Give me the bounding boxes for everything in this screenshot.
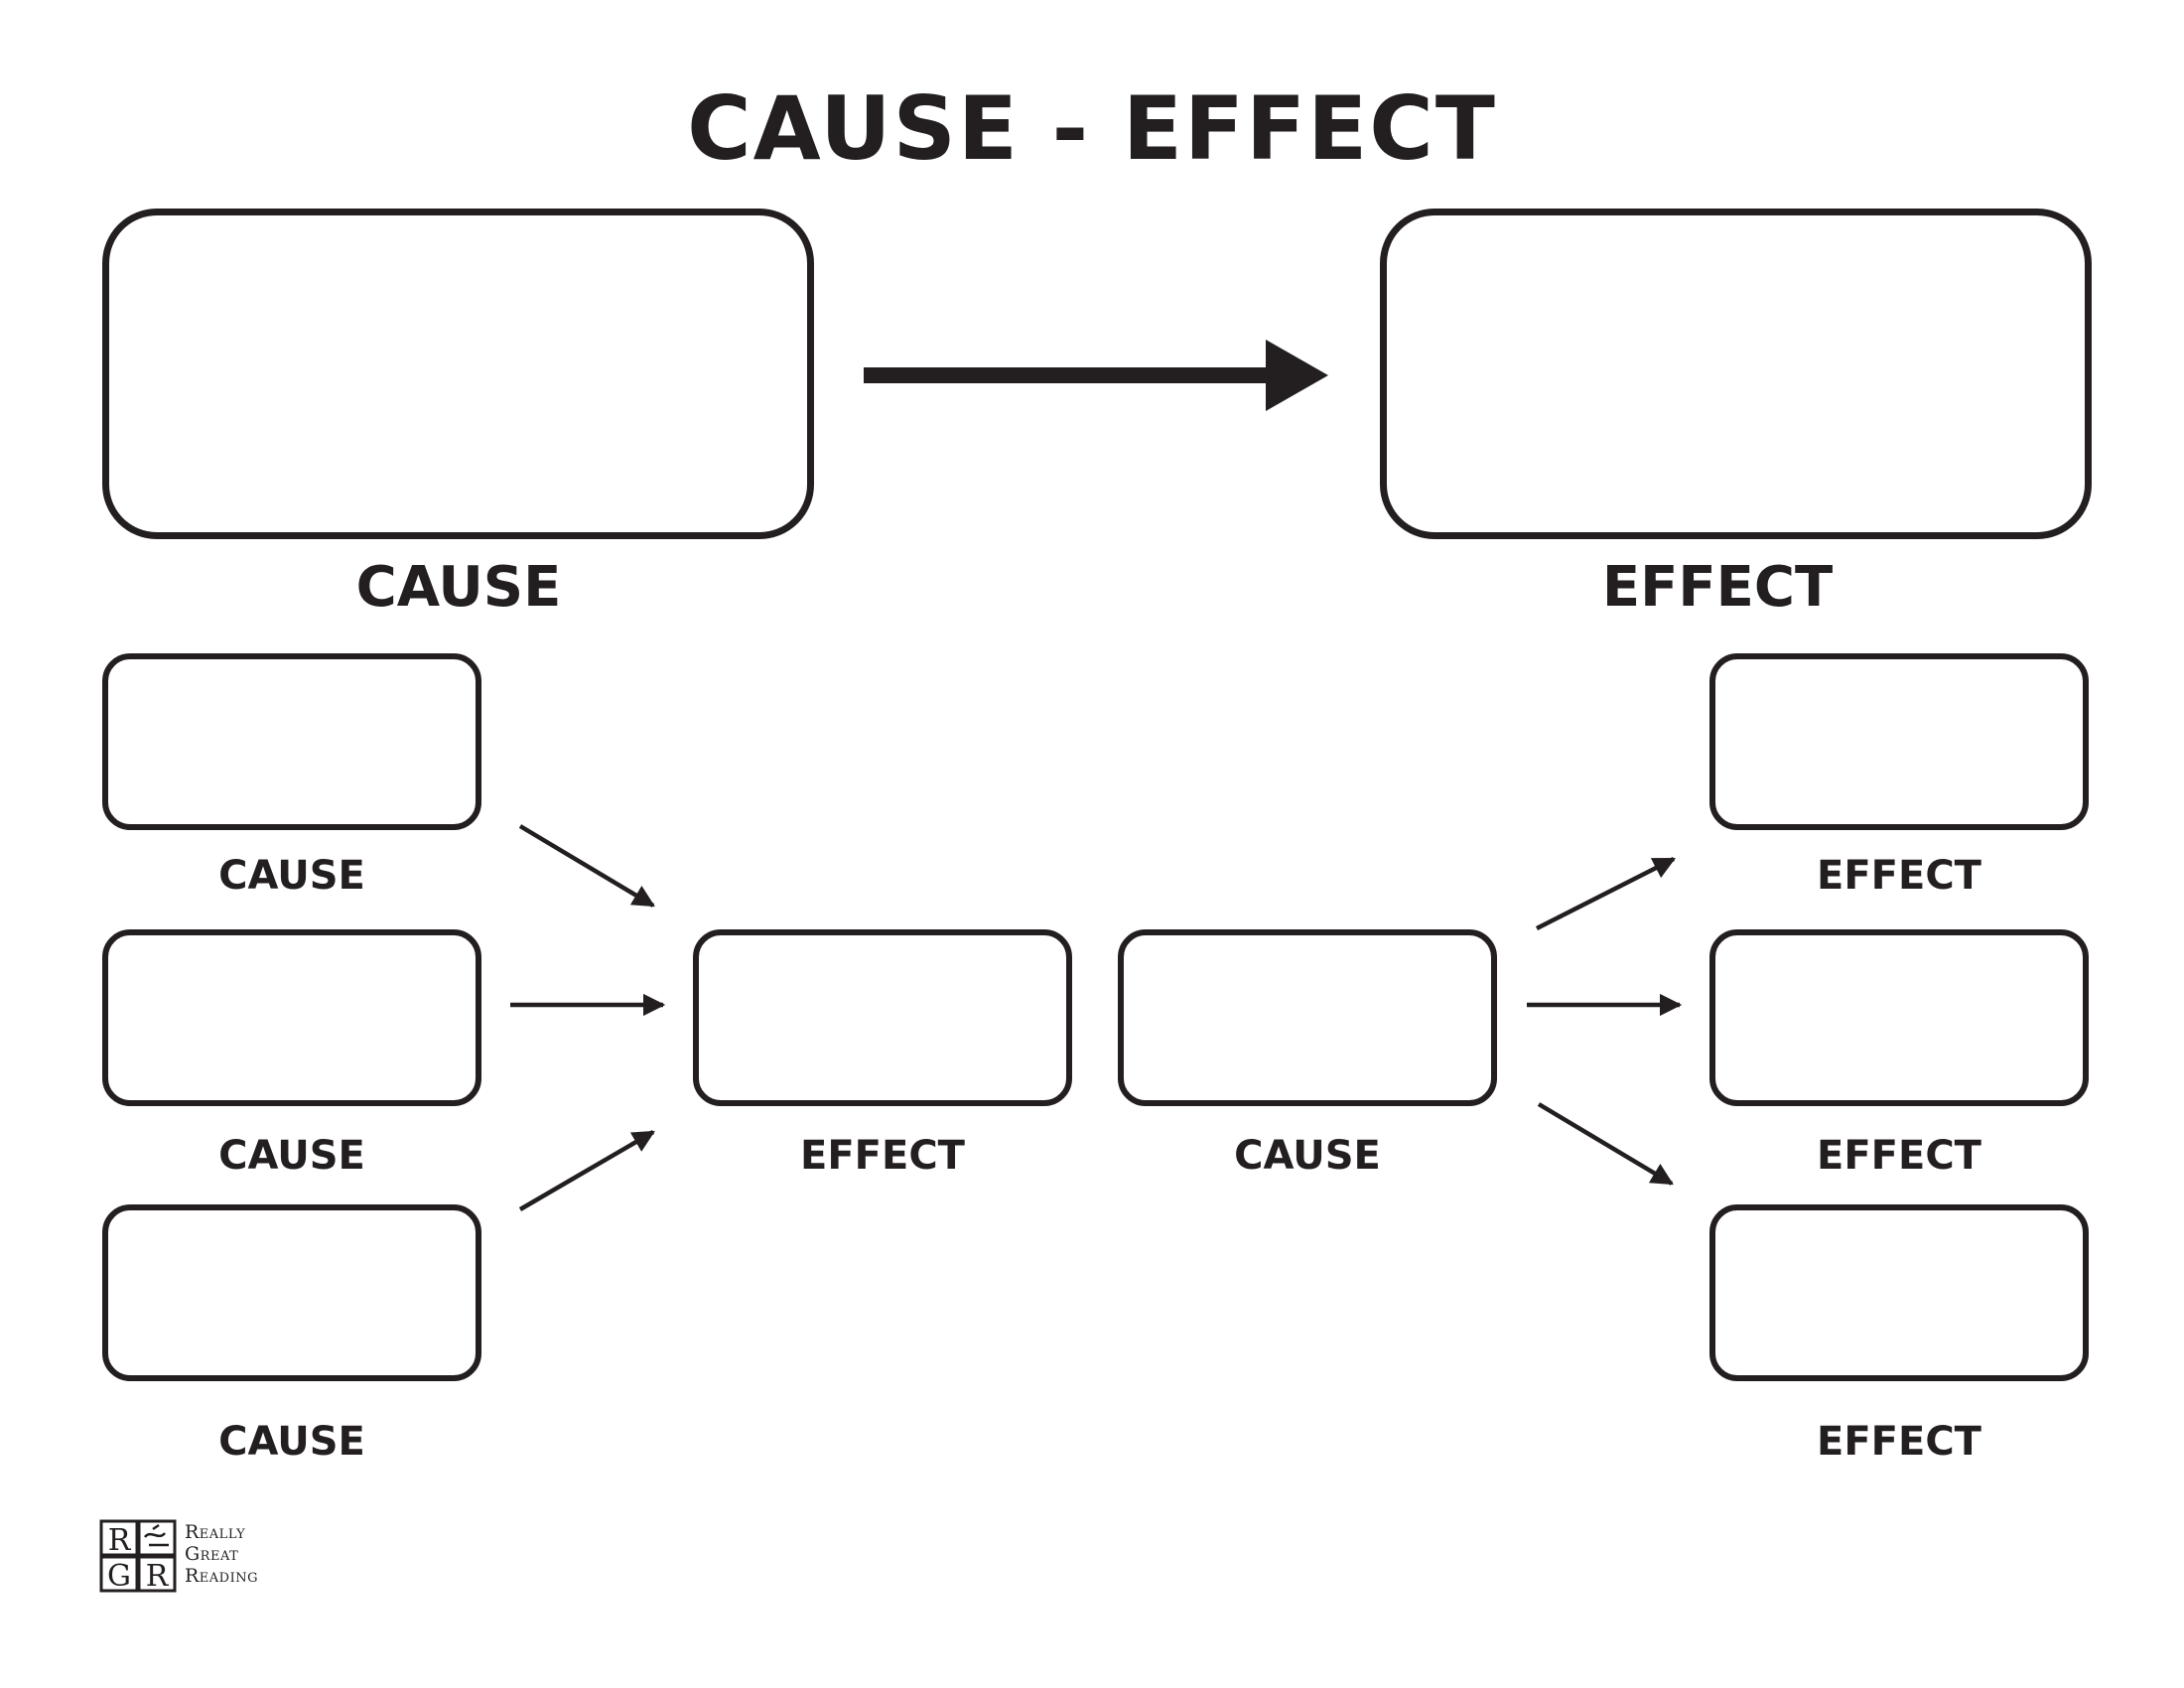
right-effect-label-1: EFFECT (1817, 853, 1981, 899)
logo-line-1: Really (185, 1521, 246, 1543)
logo-letter-r-bottom: R (146, 1559, 170, 1593)
arrow-left-cause-3 (518, 1130, 655, 1211)
logo-line-3: Reading (185, 1565, 259, 1587)
right-effect-box-3[interactable] (1709, 1204, 2089, 1381)
main-arrow (864, 340, 1328, 411)
left-cause-box-2[interactable] (102, 929, 481, 1106)
arrow-left-cause-1 (518, 824, 655, 908)
main-effect-label: EFFECT (1601, 555, 1834, 620)
logo-line-2: Great (185, 1543, 239, 1565)
left-effect-box[interactable] (693, 929, 1072, 1106)
rgr-logo-mark-icon: R G R (99, 1519, 177, 1593)
page-title: CAUSE - EFFECT (687, 77, 1497, 180)
left-cause-box-1[interactable] (102, 653, 481, 830)
right-effect-label-3: EFFECT (1817, 1419, 1981, 1465)
logo-letter-r-top: R (108, 1523, 132, 1558)
left-cause-box-3[interactable] (102, 1204, 481, 1381)
right-cause-box[interactable] (1118, 929, 1497, 1106)
main-cause-label: CAUSE (355, 555, 562, 620)
main-cause-box[interactable] (102, 209, 814, 539)
arrow-right-effect-3 (1537, 1102, 1674, 1186)
logo-letter-g: G (107, 1559, 131, 1593)
left-cause-label-2: CAUSE (218, 1133, 365, 1179)
right-effect-label-2: EFFECT (1817, 1133, 1981, 1179)
left-effect-label: EFFECT (800, 1133, 965, 1179)
main-effect-box[interactable] (1380, 209, 2092, 539)
left-cause-label-3: CAUSE (218, 1419, 365, 1465)
really-great-reading-logo: R G R Really Great Reading (99, 1519, 298, 1593)
logo-wordmark: Really Great Reading (185, 1521, 258, 1587)
left-cause-label-1: CAUSE (218, 853, 365, 899)
right-effect-box-1[interactable] (1709, 653, 2089, 830)
arrow-right-effect-1 (1535, 856, 1677, 931)
right-effect-box-2[interactable] (1709, 929, 2089, 1106)
right-cause-label: CAUSE (1234, 1133, 1381, 1179)
